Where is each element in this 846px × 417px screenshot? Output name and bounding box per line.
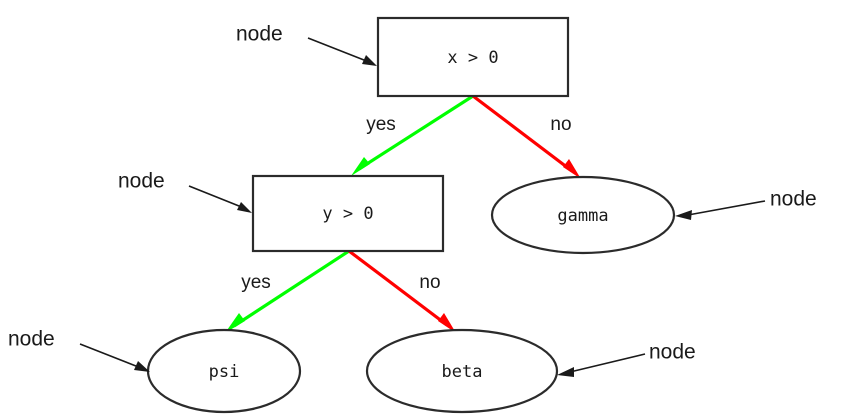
edge-line-yes-2: [233, 249, 350, 328]
node-beta[interactable]: beta: [365, 328, 559, 414]
annotation-psi: node: [8, 328, 150, 372]
annotation-inner-arrowhead-icon: [237, 202, 252, 213]
node-root[interactable]: x > 0: [376, 16, 570, 98]
annotation-psi-line: [79, 343, 142, 369]
annotation-gamma-line: [687, 200, 766, 216]
arrowhead-yes-2: [225, 313, 245, 333]
annotation-root-arrowhead-icon: [362, 55, 377, 66]
edge-label-yes-2: yes: [241, 272, 271, 293]
annotation-beta-label: node: [649, 341, 696, 364]
node-beta-label: beta: [442, 362, 483, 382]
node-inner-rect[interactable]: [251, 174, 445, 253]
edge-inner-to-psi-yes: yes: [225, 249, 350, 333]
edge-line-no-1: [472, 94, 573, 173]
node-psi[interactable]: psi: [146, 328, 302, 414]
arrowhead-no-2: [438, 313, 456, 333]
annotation-root: node: [236, 23, 377, 66]
edge-label-no-1: no: [550, 114, 571, 135]
edge-root-to-inner-yes: yes: [351, 94, 474, 176]
edge-line-no-2: [348, 249, 448, 327]
annotation-inner-line: [188, 185, 245, 209]
node-root-rect[interactable]: [376, 16, 570, 98]
annotation-psi-label: node: [8, 328, 55, 351]
node-gamma[interactable]: gamma: [490, 175, 676, 255]
annotation-inner: node: [118, 170, 252, 213]
node-psi-label: psi: [209, 362, 240, 382]
edge-root-to-gamma-no: no: [472, 94, 581, 179]
arrowhead-yes-1: [351, 157, 370, 176]
annotation-beta-arrowhead-icon: [557, 367, 574, 377]
annotation-root-line: [307, 37, 370, 63]
annotation-beta: node: [557, 341, 696, 377]
node-root-label: x > 0: [447, 48, 498, 68]
annotation-psi-arrowhead-icon: [134, 361, 150, 372]
arrowhead-no-1: [563, 159, 581, 179]
annotation-beta-line: [569, 353, 646, 373]
node-beta-ellipse[interactable]: [365, 328, 559, 414]
annotation-inner-label: node: [118, 170, 165, 193]
node-gamma-ellipse[interactable]: [490, 175, 676, 255]
edge-inner-to-beta-no: no: [348, 249, 456, 333]
node-inner[interactable]: y > 0: [251, 174, 445, 253]
annotation-gamma-label: node: [770, 188, 817, 211]
edge-label-yes-1: yes: [366, 114, 396, 135]
edge-label-no-2: no: [419, 272, 440, 293]
node-gamma-label: gamma: [557, 206, 608, 226]
annotation-gamma: node: [675, 188, 817, 220]
node-inner-label: y > 0: [322, 204, 373, 224]
annotation-gamma-arrowhead-icon: [675, 210, 692, 220]
annotation-root-label: node: [236, 23, 283, 46]
edge-line-yes-1: [358, 94, 474, 171]
